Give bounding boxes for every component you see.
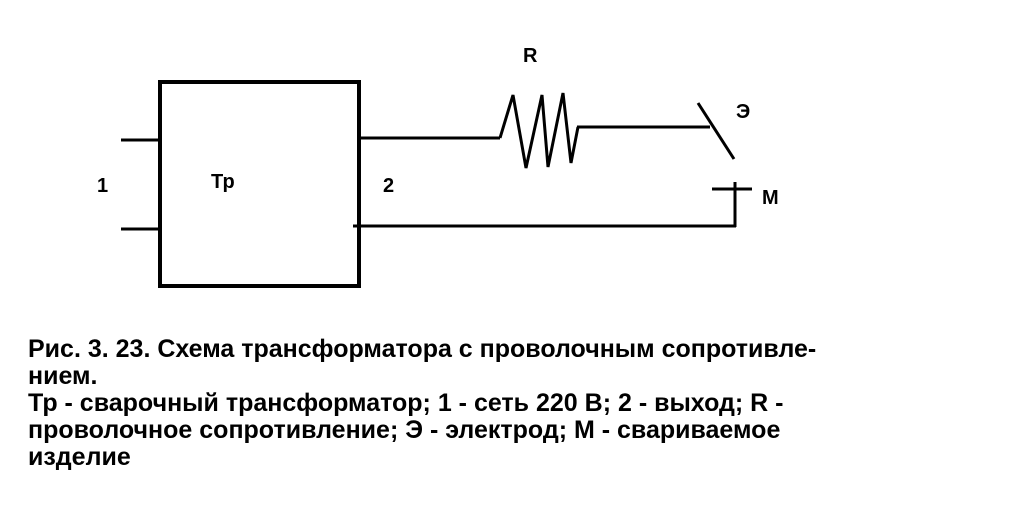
label-workpiece: М bbox=[762, 187, 779, 209]
caption-line: нием. bbox=[28, 362, 98, 390]
circuit-diagram: 1 Тр 2 R Э М bbox=[97, 45, 779, 288]
caption-line: изделие bbox=[28, 443, 131, 471]
electrode-symbol bbox=[696, 102, 736, 160]
label-input: 1 bbox=[97, 175, 108, 197]
caption-line: проволочное сопротивление; Э - электрод;… bbox=[28, 416, 781, 444]
label-output: 2 bbox=[383, 175, 394, 197]
caption-line: Рис. 3. 23. Схема трансформатора с прово… bbox=[28, 335, 817, 363]
label-electrode: Э bbox=[736, 101, 750, 123]
label-transformer: Тр bbox=[211, 171, 235, 193]
caption-line: Тр - сварочный трансформатор; 1 - сеть 2… bbox=[28, 389, 784, 417]
resistor-symbol bbox=[498, 92, 580, 169]
label-resistor: R bbox=[523, 45, 538, 67]
figure-caption: Рис. 3. 23. Схема трансформатора с прово… bbox=[28, 336, 1008, 471]
transformer-box bbox=[158, 80, 361, 288]
